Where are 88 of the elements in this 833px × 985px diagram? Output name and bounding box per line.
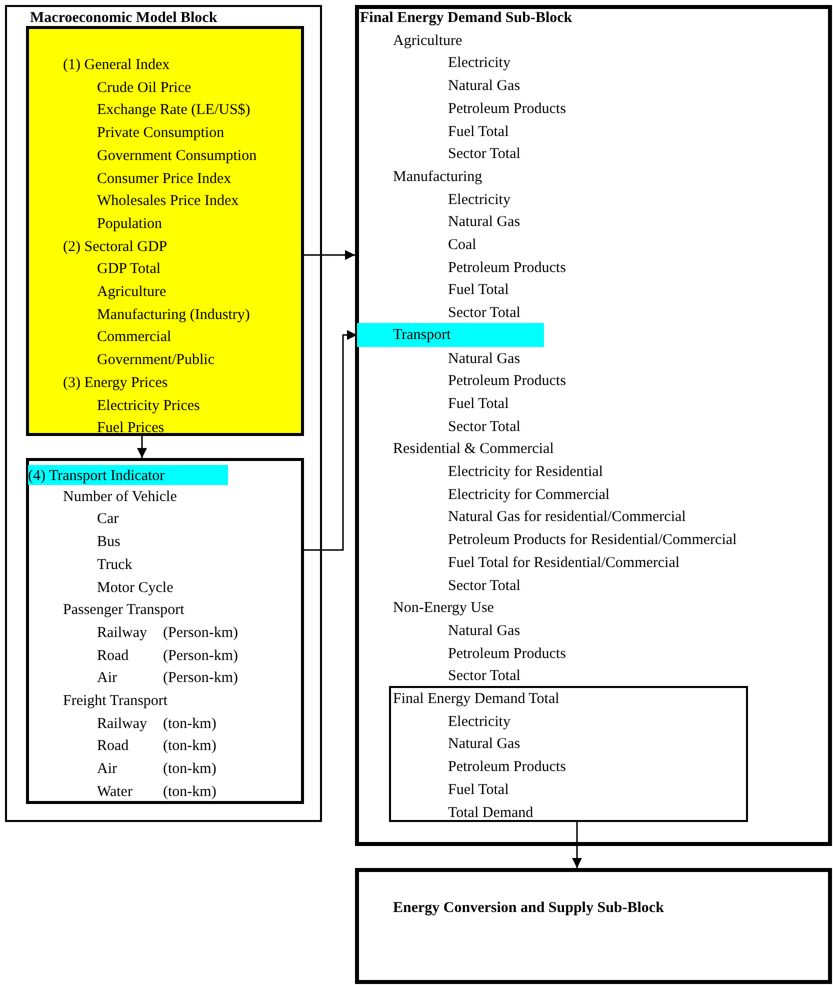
list-item: Fuel Total [448, 394, 509, 413]
list-item: Natural Gas [448, 735, 520, 754]
list-item: (ton-km) [163, 714, 216, 733]
indicator-panel [26, 26, 304, 436]
list-item: Agriculture [393, 32, 462, 50]
list-item: (Person-km) [163, 669, 238, 688]
list-item: Fuel Prices [97, 419, 164, 438]
list-item: Consumer Price Index [97, 170, 232, 188]
section-heading: (4) Transport Indicator [28, 465, 228, 485]
list-item: Passenger Transport [63, 601, 184, 620]
arrow [304, 250, 355, 260]
list-item: Petroleum Products [448, 758, 566, 776]
list-item: Sector Total [448, 304, 520, 322]
list-item: Electricity Prices [97, 396, 200, 414]
list-item: Fuel Total [448, 780, 509, 799]
block-title: Macroeconomic Model Block [30, 9, 218, 27]
list-item: Natural Gas [448, 350, 520, 368]
list-item: Agriculture [97, 283, 166, 301]
list-item: Population [97, 214, 162, 233]
list-item: (2) Sectoral GDP [63, 238, 168, 256]
list-item: Road [97, 737, 129, 756]
block-title: Final Energy Demand Sub-Block [360, 9, 572, 27]
arrow [137, 436, 147, 458]
list-item: Wholesales Price Index [97, 192, 239, 210]
list-item: Transport [393, 326, 451, 344]
list-item: (Person-km) [163, 646, 238, 665]
list-item: Fuel Total [448, 122, 509, 140]
list-item: Natural Gas [448, 622, 520, 640]
list-item: Sector Total [448, 667, 520, 686]
list-item: Final Energy Demand Total [393, 690, 560, 708]
list-item: Government/Public [97, 351, 214, 370]
arrow [572, 822, 582, 868]
list-item: Freight Transport [63, 692, 168, 710]
block-frame [5, 5, 322, 822]
list-item: Air [97, 669, 117, 688]
list-item: Natural Gas [448, 77, 520, 96]
highlight-band [357, 323, 544, 347]
list-item: Air [97, 760, 117, 778]
list-item: Private Consumption [97, 124, 224, 142]
list-item: Fuel Total for Residential/Commercial [448, 554, 680, 572]
list-item: (3) Energy Prices [63, 374, 168, 392]
list-item: Sector Total [448, 576, 520, 594]
list-item: Railway [97, 624, 147, 642]
list-item: (1) General Index [63, 56, 170, 74]
list-item: Commercial [97, 328, 172, 346]
list-item: (Person-km) [163, 624, 238, 642]
list-item: (ton-km) [163, 782, 216, 801]
list-item: Total Demand [448, 804, 534, 822]
list-item: Petroleum Products [448, 258, 566, 277]
list-item: Coal [448, 236, 476, 254]
list-item: Electricity [448, 190, 510, 209]
list-item: Sector Total [448, 418, 520, 436]
list-item: Number of Vehicle [63, 488, 177, 506]
list-item: (ton-km) [163, 737, 216, 756]
list-item: Exchange Rate (LE/US$) [97, 101, 250, 120]
list-item: Electricity for Residential [448, 463, 603, 481]
list-item: Natural Gas for residential/Commercial [448, 508, 686, 526]
list-item: Water [97, 782, 132, 801]
list-item: Sector Total [448, 145, 520, 164]
list-item: Motor Cycle [97, 578, 174, 596]
list-item: Truck [97, 556, 132, 574]
arrow [304, 330, 357, 551]
list-item: Road [97, 646, 129, 665]
list-item: Residential & Commercial [393, 440, 554, 458]
list-item: Crude Oil Price [97, 78, 192, 97]
block-title: Energy Conversion and Supply Sub-Block [393, 899, 664, 917]
indicator-panel [26, 458, 304, 804]
block-frame [355, 5, 832, 846]
list-item: Railway [97, 714, 147, 733]
list-item: Petroleum Products [448, 644, 566, 663]
list-item: Manufacturing (Industry) [97, 306, 250, 324]
list-item: Non-Energy Use [393, 599, 494, 618]
list-item: Fuel Total [448, 281, 509, 300]
list-item: Manufacturing [393, 168, 482, 186]
list-item: Petroleum Products [448, 100, 566, 118]
total-box [389, 686, 748, 822]
list-item: (ton-km) [163, 760, 216, 778]
list-item: Electricity [448, 712, 510, 731]
list-item: Electricity for Commercial [448, 486, 610, 504]
list-item: Car [97, 510, 119, 528]
block-frame [355, 868, 832, 984]
list-item: Natural Gas [448, 213, 520, 232]
list-item: GDP Total [97, 260, 161, 278]
list-item: Electricity [448, 54, 510, 72]
list-item: Petroleum Products for Residential/Commercial [448, 531, 737, 550]
list-item: Bus [97, 533, 120, 552]
list-item: Petroleum Products [448, 372, 566, 390]
list-item: Government Consumption [97, 146, 257, 165]
